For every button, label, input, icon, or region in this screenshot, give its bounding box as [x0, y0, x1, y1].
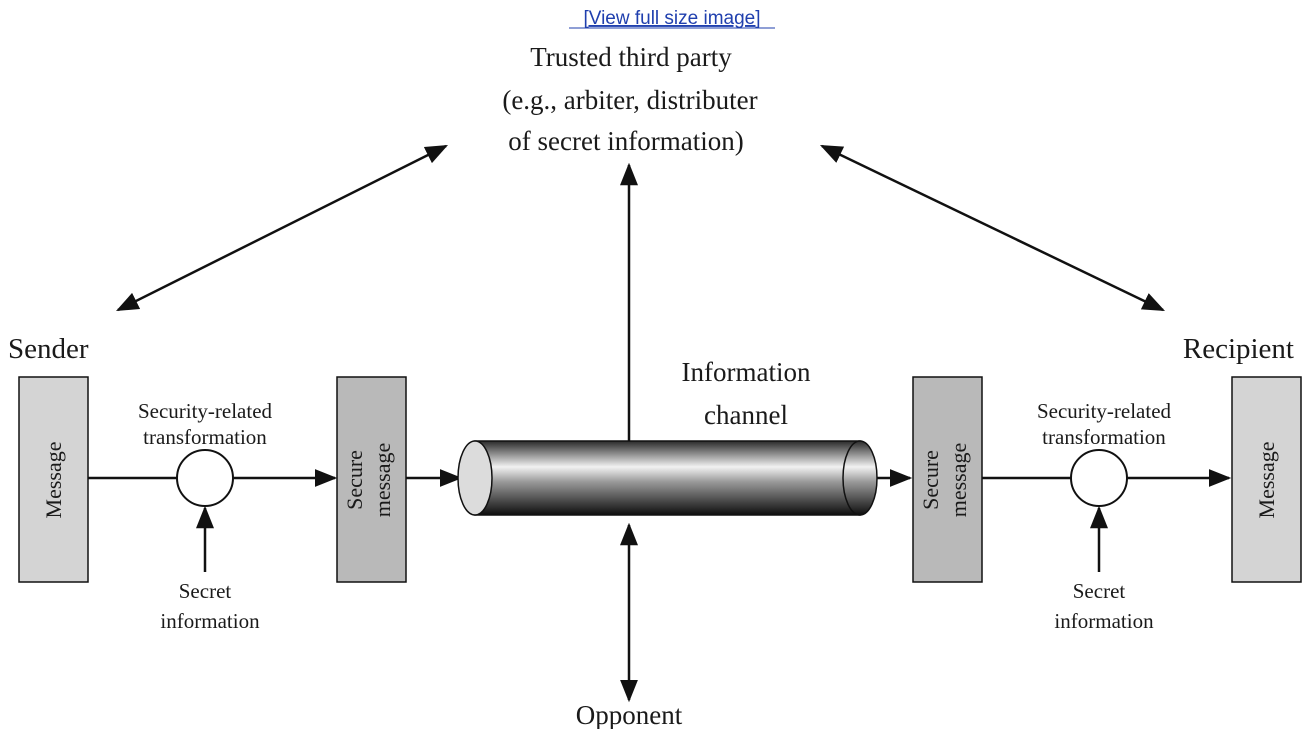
sender-secure-label2: message	[370, 443, 395, 518]
view-full-size-text[interactable]: [View full size image]	[583, 8, 760, 29]
recipient-label: Recipient	[1183, 333, 1294, 365]
recipient-transform-label1: Security-related	[1037, 399, 1172, 423]
recipient-transform-label2: transformation	[1042, 425, 1166, 449]
sender-trusted-arrow	[115, 144, 449, 312]
recipient-secret-label1: Secret	[1073, 579, 1126, 603]
trusted-party-line3: of secret information)	[508, 126, 743, 156]
recipient-secure-label1: Secure	[918, 450, 943, 510]
sender-secure-message-box: Secure message	[336, 376, 407, 583]
recipient-trusted-arrow	[819, 144, 1166, 312]
channel-label2: channel	[704, 400, 788, 430]
information-channel-cylinder	[457, 440, 878, 516]
recipient-message-label: Message	[1254, 442, 1279, 519]
trusted-party-line2: (e.g., arbiter, distributer	[502, 85, 757, 115]
sender-message-box: Message	[18, 376, 89, 583]
recipient-message-box: Message	[1231, 376, 1302, 583]
sender-message-label: Message	[41, 442, 66, 519]
sender-secret-label2: information	[160, 609, 260, 633]
recipient-secure-message-box: Secure message	[912, 376, 983, 583]
trusted-party-title: Trusted third party	[530, 42, 732, 72]
view-full-size-link[interactable]: [View full size image]	[569, 8, 775, 29]
sender-transform-circle	[176, 449, 234, 507]
trusted-third-party: Trusted third party (e.g., arbiter, dist…	[502, 42, 757, 156]
sender-label: Sender	[8, 333, 89, 365]
recipient-secure-label2: message	[946, 443, 971, 518]
sender-transform-label1: Security-related	[138, 399, 273, 423]
sender-secure-label1: Secure	[342, 450, 367, 510]
recipient-transform-circle	[1070, 449, 1128, 507]
sender-transform-label2: transformation	[143, 425, 267, 449]
channel-label1: Information	[682, 357, 811, 387]
opponent-label: Opponent	[576, 700, 683, 729]
recipient-secret-label2: information	[1054, 609, 1154, 633]
sender-secret-label1: Secret	[179, 579, 232, 603]
